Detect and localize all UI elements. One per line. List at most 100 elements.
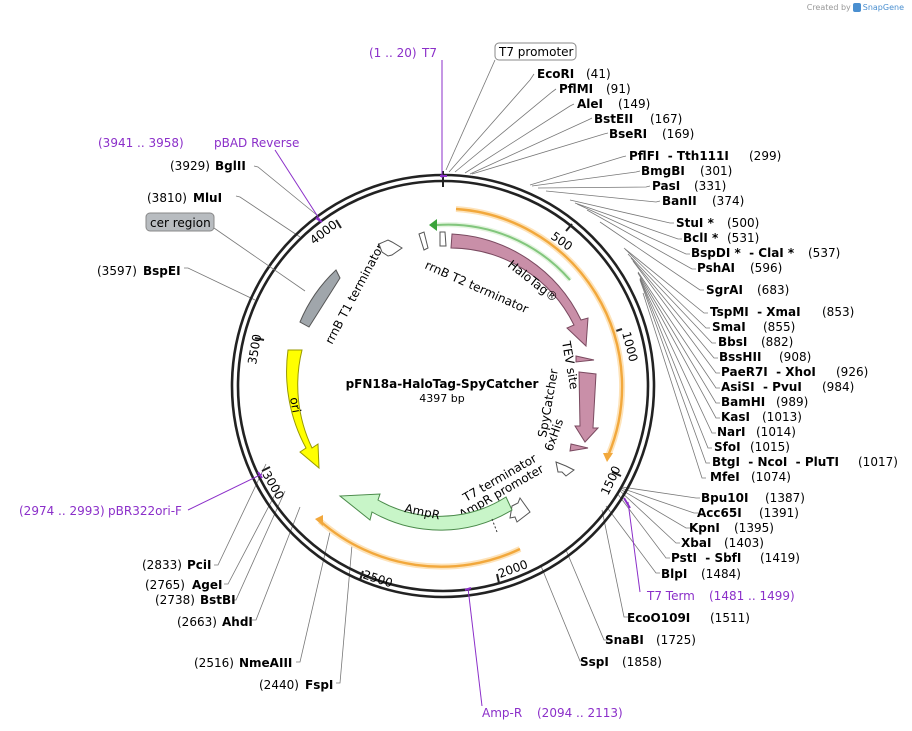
site-bbsi: BbsI(882) <box>718 335 793 349</box>
primer-ampr-name: Amp-R <box>482 706 522 720</box>
site-ecoo109i: EcoO109I(1511) <box>627 611 750 625</box>
site-name: EcoO109I <box>627 611 690 625</box>
site-name: BssHII <box>719 350 761 364</box>
primer-pbr: (2974 .. 2993) pBR322ori-F <box>19 504 182 518</box>
tick-2000: 2000 <box>496 557 529 581</box>
site-sfoi: SfoI(1015) <box>714 440 790 454</box>
site-pos: (299) <box>749 149 781 163</box>
site-name: SmaI <box>712 320 746 334</box>
site-name: BanII <box>662 194 697 208</box>
site-name: Bpu10I <box>701 491 748 505</box>
site-pos: (1725) <box>656 633 696 647</box>
site-pos: (2765) <box>145 578 185 592</box>
site-ecori: EcoRI (41) <box>537 67 611 81</box>
site-name: BbsI <box>718 335 747 349</box>
feature-rrnbt1 <box>299 269 341 328</box>
site-name: StuI * <box>676 216 715 230</box>
primer-pbad-name: pBAD Reverse <box>214 136 299 150</box>
site-name: Acc65I <box>697 506 742 520</box>
site-name: MfeI <box>710 470 740 484</box>
site-pos: (301) <box>700 164 732 178</box>
site-bstbi: (2738)BstBI <box>155 593 236 607</box>
orf-arrowhead-1 <box>603 453 613 462</box>
feature-cer: cer region <box>145 212 215 232</box>
primer-ampr: Amp-R (2094 .. 2113) <box>482 706 623 720</box>
feature-tev <box>575 355 595 363</box>
site-pos: (2663) <box>177 615 217 629</box>
site-pasi: PasI(331) <box>652 179 726 193</box>
site-name: AhdI <box>222 615 253 629</box>
site-bcli: BclI *(531) <box>683 231 759 245</box>
site-pflmi: PflMI(91) <box>559 82 631 96</box>
site-pos: (500) <box>727 216 759 230</box>
primer-ampr-range: (2094 .. 2113) <box>537 706 623 720</box>
site-leader-lines <box>184 73 720 684</box>
label-ori: ori <box>287 396 303 414</box>
tick-3500: 3500 <box>245 333 264 366</box>
site-pos: (1391) <box>759 506 799 520</box>
site-btgi: BtgI - NcoI - PluTI(1017) <box>712 455 898 469</box>
feature-ori <box>286 349 320 470</box>
site-xbai: XbaI(1403) <box>681 536 764 550</box>
site-mlui: (3810)MluI <box>147 191 222 205</box>
site-fspi: (2440)FspI <box>259 678 333 692</box>
orf-arrowhead-2 <box>315 515 323 526</box>
site-name: BspEI <box>143 264 181 278</box>
primer-t7term-range: (1481 .. 1499) <box>709 589 795 603</box>
primer-t7-range: (1 .. 20) <box>369 46 417 60</box>
site-pos: (855) <box>763 320 795 334</box>
site-bspei: (3597) BspEI <box>97 264 181 278</box>
site-bsteii: BstEII(167) <box>594 112 682 126</box>
site-name: PflFI - Tth111I <box>629 149 729 163</box>
site-pos: (1419) <box>760 551 800 565</box>
site-pos: (41) <box>586 67 611 81</box>
site-name: PflMI <box>559 82 593 96</box>
plasmid-name: pFN18a-HaloTag-SpyCatcher <box>346 377 539 391</box>
watermark-prefix: Created by <box>806 3 851 12</box>
site-name: TspMI - XmaI <box>710 305 801 319</box>
label-rrnbt1: rrnB T1 terminator <box>322 241 387 346</box>
site-name: MluI <box>193 191 222 205</box>
site-pos: (984) <box>822 380 854 394</box>
site-pos: (537) <box>808 246 840 260</box>
site-paer7i: PaeR7I - XhoI(926) <box>721 365 868 379</box>
site-pos: (1013) <box>762 410 802 424</box>
site-pos: (3597) <box>97 264 137 278</box>
primer-pbr-range: (2974 .. 2993) <box>19 504 105 518</box>
feature-spycatcher <box>574 371 600 443</box>
snapgene-watermark: Created by SnapGene <box>807 3 904 12</box>
site-pos: (908) <box>779 350 811 364</box>
site-pos: (374) <box>712 194 744 208</box>
site-name: EcoRI <box>537 67 574 81</box>
site-name: SfoI <box>714 440 741 454</box>
feature-ampr <box>338 493 513 531</box>
site-mfei: MfeI (1074) <box>710 470 791 484</box>
feature-halotag <box>450 233 589 348</box>
label-tev: TEV site <box>559 339 581 390</box>
site-bseri: BseRI(169) <box>609 127 694 141</box>
site-alei: AleI(149) <box>577 97 650 111</box>
site-pos: (926) <box>836 365 868 379</box>
site-pos: (1074) <box>751 470 791 484</box>
site-pflfi: PflFI - Tth111I (299) <box>629 149 781 163</box>
site-asisi: AsiSI - PvuI (984) <box>721 380 854 394</box>
primer-t7: (1 .. 20) T7 <box>369 46 437 60</box>
site-name: BspDI * - ClaI * <box>691 246 795 260</box>
site-banii: BanII (374) <box>662 194 744 208</box>
sites-right: EcoRI (41) PflMI(91) AleI(149) BstEII(167… <box>537 67 898 669</box>
feature-ampprom <box>509 496 531 523</box>
site-name: BstBI <box>200 593 236 607</box>
site-name: BseRI <box>609 127 647 141</box>
feature-small-arrow-3 <box>439 231 447 247</box>
site-name: AsiSI - PvuI <box>721 380 802 394</box>
watermark-brand: SnapGene <box>862 3 904 12</box>
site-pos: (1014) <box>756 425 796 439</box>
site-name: SspI <box>580 655 609 669</box>
primer-pbr-name: pBR322ori-F <box>108 504 182 518</box>
site-blpi: BlpI(1484) <box>661 567 741 581</box>
feature-small-arrow-2 <box>418 231 429 251</box>
site-name: PstI - SbfI <box>671 551 741 565</box>
site-snabi: SnaBI(1725) <box>605 633 696 647</box>
site-pshai: PshAI(596) <box>697 261 782 275</box>
label-t7prom: T7 promoter <box>498 45 574 59</box>
